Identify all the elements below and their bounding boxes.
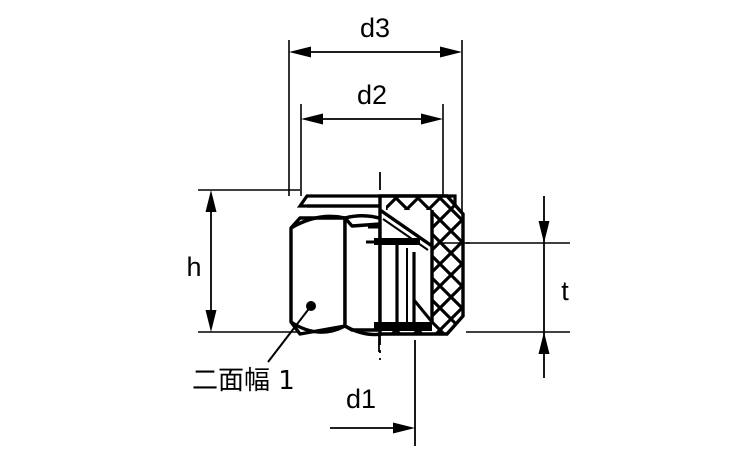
arrowhead-t-top — [538, 221, 550, 243]
thread-band-bottom — [374, 322, 432, 331]
dimension-label-d2: d2 — [357, 80, 387, 110]
bore-chamfer-diagonal-inner — [382, 218, 429, 251]
thread-band-top — [374, 238, 420, 245]
arrowhead-h-bottom — [205, 310, 217, 332]
arrowhead-h-top — [205, 190, 217, 212]
dimension-label-d3: d3 — [360, 13, 390, 43]
dimension-label-t: t — [561, 276, 569, 306]
annotation-label-across-flats: 二面幅 1 — [192, 366, 295, 396]
arrowhead-d1-right — [393, 422, 415, 434]
leader-line-across-flats — [267, 305, 312, 363]
arrowhead-t-bottom — [538, 332, 550, 354]
arrowhead-d2-left — [301, 113, 323, 125]
dimension-label-h: h — [186, 252, 201, 282]
arrowhead-d2-right — [421, 113, 443, 125]
bore-chamfer-bottom-diagonal — [412, 299, 434, 323]
hex-face-center — [343, 216, 382, 332]
hex-chamfer-arc-left — [290, 214, 346, 230]
dimension-label-d1: d1 — [346, 384, 376, 414]
hex-face-left — [289, 216, 347, 336]
bore-chamfer-diagonal — [379, 208, 433, 248]
arrowhead-d3-right — [440, 46, 462, 58]
arrowhead-d3-left — [289, 46, 311, 58]
